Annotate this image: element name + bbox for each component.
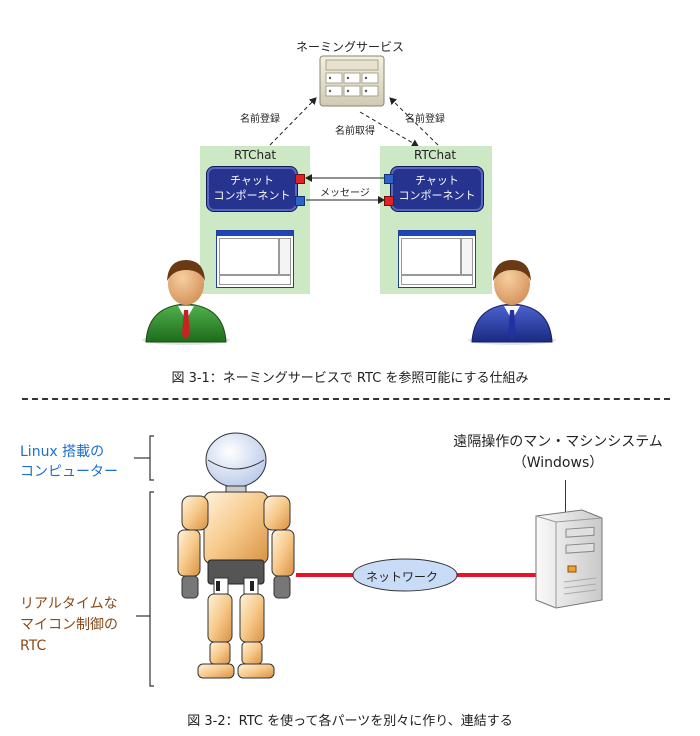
user-right-icon [468,260,556,345]
register-label-right: 名前登録 [405,114,445,125]
chat-window-right [398,230,476,288]
network-ellipse [352,558,458,592]
figure-3-2-caption: 図 3-2：RTC を使って各パーツを別々に作り、連結する [187,714,513,729]
chat-component-right-line1: チャット [415,174,459,187]
robot-icon [177,432,295,679]
chat-component-left-line1: チャット [230,174,274,187]
linux-computer-label-line2: コンピューター [20,464,118,480]
register-label-left: 名前登録 [240,114,280,125]
realtime-rtc-label-line1: リアルタイムな [20,596,118,612]
realtime-rtc-label-line2: マイコン制御の [20,617,118,633]
user-left-icon [142,260,230,345]
chat-component-right-line2: コンポーネント [398,189,476,202]
figure-divider [22,398,670,400]
chat-window-left [216,230,294,288]
register-arrow-left [269,97,317,146]
inport-left [295,174,305,184]
naming-service-label: ネーミングサービス [296,40,405,54]
windows-system-label-line2: （Windows） [512,455,604,471]
outport-right [384,174,394,184]
naming-server-icon [319,55,385,107]
message-label: メッセージ [318,184,372,199]
chat-component-left-line2: コンポーネント [213,189,291,202]
windows-system-pointer [565,480,566,514]
chat-component-left[interactable]: チャット コンポーネント [206,166,298,212]
figure-3-1-caption: 図 3-1：ネーミングサービスで RTC を参照可能にする仕組み [171,371,529,386]
acquire-arrow [359,111,419,147]
brackets [134,435,154,687]
chat-component-right[interactable]: チャット コンポーネント [390,166,484,212]
linux-computer-label-line1: Linux 搭載の [20,444,105,460]
naming-arrows [269,97,439,147]
rtchat-label-right: RTChat [414,148,457,162]
message-arrows [305,174,385,204]
network-label: ネットワーク [366,570,439,584]
realtime-rtc-label-line3: RTC [20,638,47,654]
body-bracket [149,491,154,687]
outport-left [295,196,305,206]
realtime-rtc-label: リアルタイムな マイコン制御の RTC [20,594,118,657]
windows-pc-icon [535,509,603,609]
linux-computer-label: Linux 搭載の コンピューター [20,442,118,482]
windows-system-label-line1: 遠隔操作のマン・マシンシステム [453,434,663,450]
rtchat-label-left: RTChat [234,148,277,162]
head-bracket [149,435,154,481]
windows-system-label: 遠隔操作のマン・マシンシステム （Windows） [428,432,688,474]
acquire-label: 名前取得 [335,126,375,137]
